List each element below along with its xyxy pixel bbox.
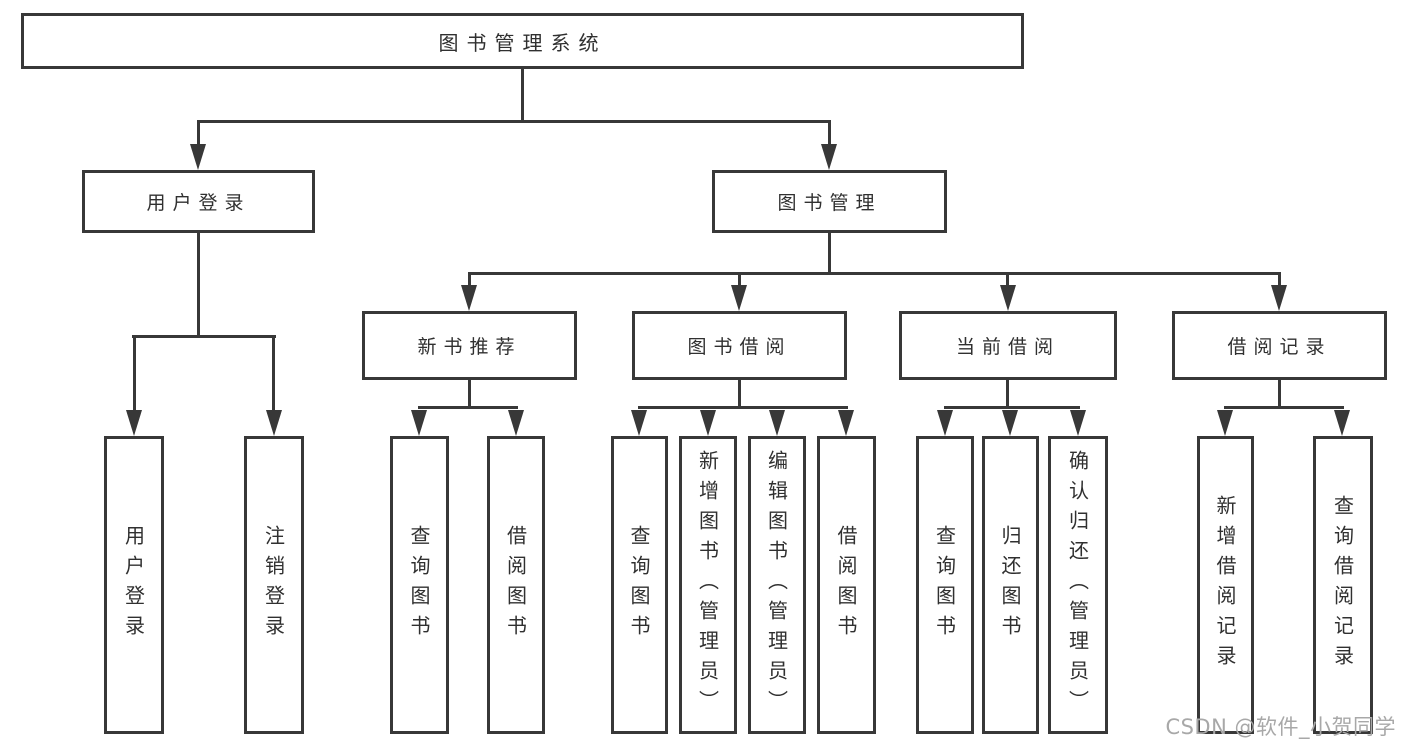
connector-root-stem [521, 69, 524, 123]
leaf-recommend-borrow-books-label: 借阅图书 [503, 525, 528, 645]
node-book-management-label: 图书管理 [777, 192, 882, 214]
arrow-down-icon [1070, 410, 1086, 436]
arrow-down-icon [266, 410, 282, 436]
node-book-borrowing-label: 图书借阅 [687, 336, 792, 358]
connector-current-borrowing-stem [1006, 380, 1009, 409]
leaf-records-add-borrow-record-label: 新增借阅记录 [1213, 495, 1237, 675]
leaf-records-query-borrow-record: 查询借阅记录 [1313, 436, 1373, 734]
connector-borrow-records-stem [1278, 380, 1281, 409]
connector-current-borrowing-rail [944, 406, 1080, 409]
leaf-current-confirm-return-admin: 确认归还（管理员） [1048, 436, 1108, 734]
connector-to-user-login [197, 120, 200, 150]
arrow-down-icon [1002, 410, 1018, 436]
connector-to-leaf-user-login [133, 335, 136, 413]
connector-book-borrowing-rail [638, 406, 848, 409]
leaf-user-login-label: 用户登录 [121, 525, 146, 645]
node-root-label: 图书管理系统 [438, 30, 607, 55]
node-book-borrowing: 图书借阅 [632, 311, 847, 380]
arrow-down-icon [461, 285, 477, 311]
node-current-borrowing: 当前借阅 [899, 311, 1117, 380]
node-new-book-recommend: 新书推荐 [362, 311, 577, 380]
connector-new-book-recommend-rail [418, 406, 518, 409]
csdn-watermark: CSDN @软件_小贺同学 [1165, 715, 1396, 739]
arrow-down-icon [1334, 410, 1350, 436]
arrow-down-icon [700, 410, 716, 436]
leaf-logout: 注销登录 [244, 436, 304, 734]
connector-user-login-stem [197, 233, 200, 338]
node-borrow-records-label: 借阅记录 [1227, 336, 1332, 358]
connector-level2-rail [197, 120, 831, 123]
arrow-down-icon [838, 410, 854, 436]
leaf-current-confirm-return-admin-label: 确认归还（管理员） [1065, 450, 1090, 720]
arrow-down-icon [631, 410, 647, 436]
leaf-records-query-borrow-record-label: 查询借阅记录 [1330, 495, 1355, 675]
arrow-down-icon [937, 410, 953, 436]
leaf-borrowing-add-books-admin-label: 新增图书（管理员） [695, 450, 720, 720]
leaf-borrowing-edit-books-admin: 编辑图书（管理员） [748, 436, 806, 734]
node-borrow-records: 借阅记录 [1172, 311, 1387, 380]
node-root: 图书管理系统 [21, 13, 1024, 69]
leaf-borrowing-borrow-books-label: 借阅图书 [834, 525, 858, 645]
arrow-down-icon [190, 144, 206, 170]
connector-user-login-rail [132, 335, 276, 338]
leaf-recommend-query-books: 查询图书 [390, 436, 449, 734]
leaf-borrowing-add-books-admin: 新增图书（管理员） [679, 436, 737, 734]
arrow-down-icon [508, 410, 524, 436]
node-book-management: 图书管理 [712, 170, 947, 233]
leaf-current-return-books-label: 归还图书 [998, 525, 1022, 645]
arrow-down-icon [411, 410, 427, 436]
leaf-borrowing-borrow-books: 借阅图书 [817, 436, 876, 734]
arrow-down-icon [1217, 410, 1233, 436]
connector-level3-rail [468, 272, 1281, 275]
connector-to-new-book-recommend [468, 272, 471, 292]
leaf-borrowing-query-books-label: 查询图书 [627, 525, 651, 645]
leaf-recommend-borrow-books: 借阅图书 [487, 436, 545, 734]
connector-borrow-records-rail [1224, 406, 1344, 409]
arrow-down-icon [126, 410, 142, 436]
arrow-down-icon [731, 285, 747, 311]
leaf-borrowing-edit-books-admin-label: 编辑图书（管理员） [764, 450, 789, 720]
connector-book-management-stem [828, 233, 831, 275]
leaf-current-query-books-label: 查询图书 [932, 525, 957, 645]
leaf-borrowing-query-books: 查询图书 [611, 436, 668, 734]
leaf-current-query-books: 查询图书 [916, 436, 974, 734]
arrow-down-icon [1271, 285, 1287, 311]
leaf-records-add-borrow-record: 新增借阅记录 [1197, 436, 1254, 734]
node-current-borrowing-label: 当前借阅 [955, 336, 1060, 358]
leaf-logout-label: 注销登录 [261, 525, 286, 645]
arrow-down-icon [1000, 285, 1016, 311]
leaf-current-return-books: 归还图书 [982, 436, 1039, 734]
connector-to-book-borrowing [738, 272, 741, 292]
leaf-user-login: 用户登录 [104, 436, 164, 734]
node-user-login-label: 用户登录 [146, 192, 251, 214]
node-user-login: 用户登录 [82, 170, 315, 233]
connector-to-leaf-logout [272, 335, 275, 413]
leaf-recommend-query-books-label: 查询图书 [407, 525, 431, 645]
arrow-down-icon [821, 144, 837, 170]
connector-to-book-management [828, 120, 831, 150]
connector-to-borrow-records [1278, 272, 1281, 292]
node-new-book-recommend-label: 新书推荐 [417, 336, 522, 358]
arrow-down-icon [769, 410, 785, 436]
connector-new-book-recommend-stem [468, 380, 471, 409]
connector-to-current-borrowing [1006, 272, 1009, 292]
connector-book-borrowing-stem [738, 380, 741, 409]
